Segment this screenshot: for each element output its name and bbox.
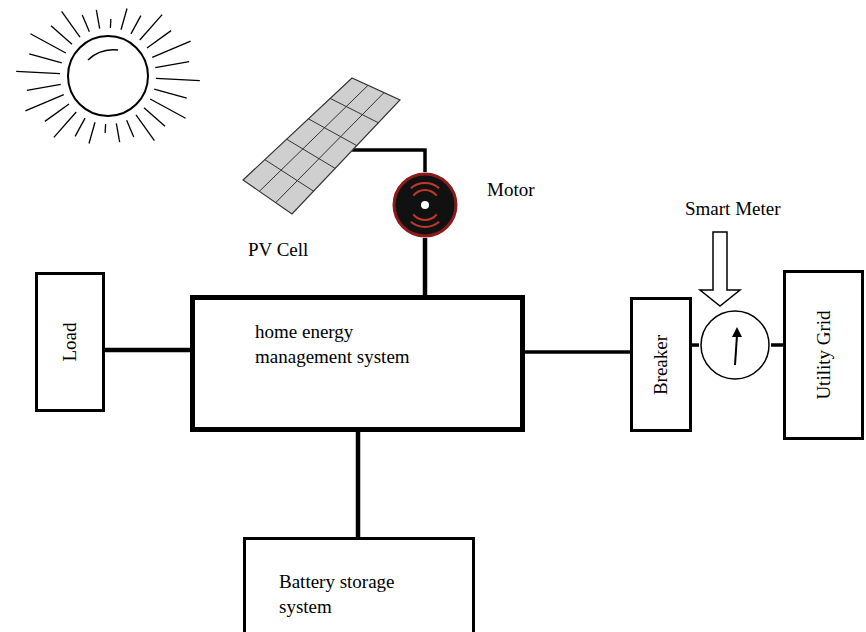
sun-ray <box>27 84 61 90</box>
sun-ray <box>127 120 134 137</box>
motor-symbol: Motor <box>392 172 458 238</box>
sun-ray <box>150 99 185 118</box>
sun-ray <box>75 118 85 136</box>
motor-field-arc <box>410 221 440 228</box>
node-label: home energy management system <box>255 320 420 369</box>
sun-shade <box>88 50 118 60</box>
sun-illustration <box>16 8 200 143</box>
motor-illustration <box>392 172 458 238</box>
sun-ray <box>110 19 112 28</box>
smart-meter-pointer-arrow <box>700 232 740 306</box>
sun-ray <box>62 11 80 37</box>
sun-ray <box>30 34 65 53</box>
sun-ray <box>25 95 63 111</box>
sun-ray <box>116 123 119 142</box>
motor-shaft <box>421 201 429 209</box>
motor-field-arc <box>412 189 437 196</box>
power-wire <box>771 343 783 347</box>
sun-ray <box>156 78 200 80</box>
motor-field-arc <box>410 182 440 189</box>
sun-ray <box>147 31 171 48</box>
node-label: PV Cell <box>248 238 308 263</box>
pv-panel-illustration <box>238 70 408 265</box>
meter-needle-head <box>732 327 742 337</box>
pv-grid-line <box>287 139 336 168</box>
power-wire <box>352 150 425 172</box>
pv-grid-line <box>276 93 384 203</box>
sun-ray <box>152 41 190 57</box>
sun-ray <box>144 108 165 127</box>
sun-ray <box>82 15 89 32</box>
power-wire <box>525 350 630 354</box>
sun-ray <box>89 122 95 143</box>
sun-ray <box>45 104 69 121</box>
energy-management-box: home energy management system <box>190 295 525 432</box>
motor-field-arc <box>412 214 437 221</box>
sun-ray <box>136 115 154 141</box>
power-wire <box>356 432 361 537</box>
sun-disc <box>68 36 148 116</box>
sun-ray <box>140 15 162 40</box>
pv-grid-line <box>330 98 378 122</box>
sun-ray <box>54 112 76 137</box>
utility-grid-box: Utility Grid <box>783 270 864 440</box>
meter-needle <box>735 335 737 365</box>
sun-ray <box>155 62 189 68</box>
pv-grid-line <box>265 160 314 192</box>
sun-ray <box>16 71 60 73</box>
sun-ray <box>121 8 127 29</box>
sun-ray <box>96 10 99 29</box>
sun-ray <box>51 26 72 45</box>
meter-dial <box>701 311 769 379</box>
load-box: Load <box>35 272 105 412</box>
pv-grid-line <box>259 85 368 191</box>
pv-panel-outline <box>243 78 400 214</box>
sun-ray <box>131 16 141 34</box>
power-wire <box>692 343 699 347</box>
node-label: Battery storage system <box>279 570 419 619</box>
smart-meter-symbol: Smart Meter <box>699 309 771 381</box>
node-label: Breaker <box>649 334 674 394</box>
node-label: Smart Meter <box>685 197 781 222</box>
pv-grid-line <box>308 119 356 146</box>
meter-illustration <box>699 309 771 381</box>
motor-housing <box>394 174 456 236</box>
sun-ray <box>104 124 106 133</box>
node-label: Load <box>58 322 83 361</box>
breaker-box: Breaker <box>630 297 692 432</box>
sun-ray <box>154 89 187 98</box>
power-wire <box>423 238 428 295</box>
battery-box: Battery storage system <box>243 537 475 632</box>
node-label: Utility Grid <box>811 310 836 399</box>
power-wire <box>105 348 190 353</box>
sun-ray <box>29 54 62 63</box>
pv-cell-panel: PV Cell <box>238 70 408 265</box>
node-label: Motor <box>487 178 535 203</box>
